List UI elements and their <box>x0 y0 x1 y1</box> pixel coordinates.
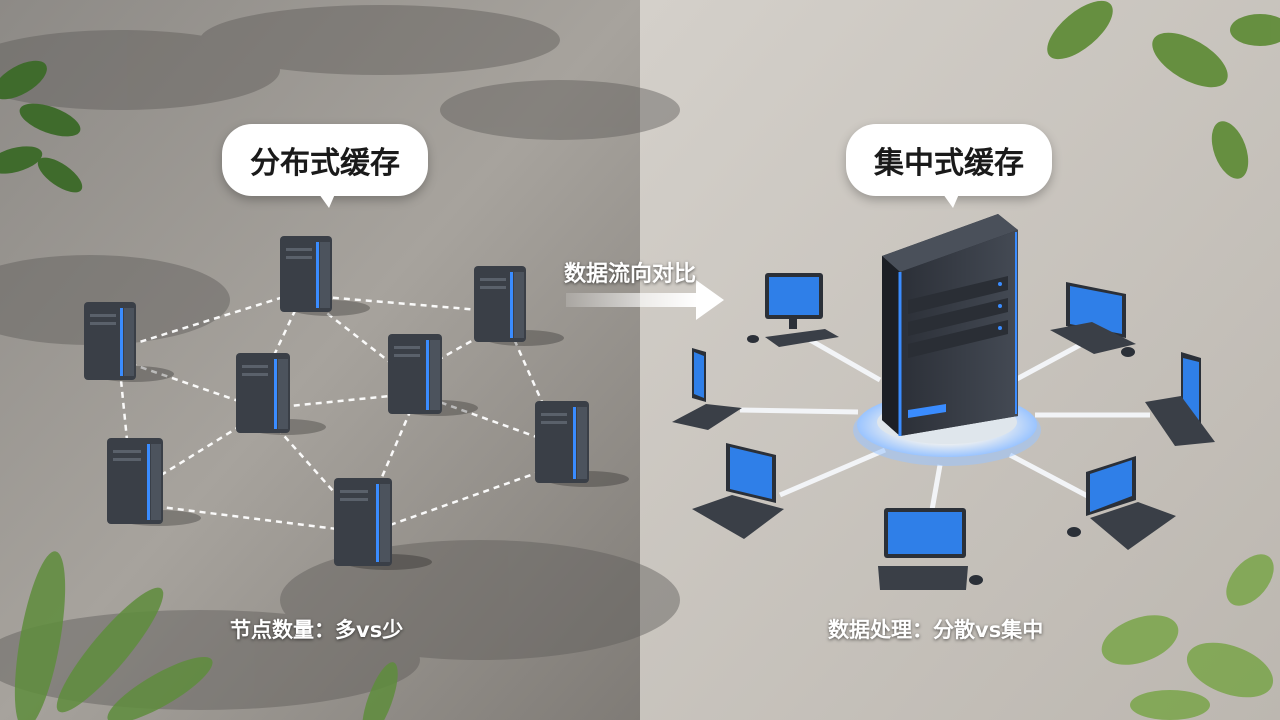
desktop-client <box>1050 282 1136 357</box>
node-count-caption: 节点数量：多vs少 <box>230 618 404 642</box>
laptop-client <box>692 443 784 539</box>
distributed-cache-title: 分布式缓存 <box>222 124 428 208</box>
client-computers <box>672 273 1215 590</box>
plant-bottom-right <box>1101 554 1274 720</box>
server-node <box>474 266 564 346</box>
plant-top-right <box>1047 0 1280 179</box>
central-server <box>882 214 1018 436</box>
flow-arrow <box>566 280 724 320</box>
data-processing-caption: 数据处理：分散vs集中 <box>828 618 1044 642</box>
server-node <box>535 401 629 487</box>
laptop-client <box>878 508 983 590</box>
central-links <box>739 337 1150 511</box>
flow-comparison-label: 数据流向对比 <box>564 262 697 287</box>
laptop-client <box>1067 456 1176 550</box>
centralized-cache-title: 集中式缓存 <box>846 124 1052 208</box>
server-node <box>388 334 478 416</box>
distributed-servers <box>84 236 629 570</box>
desktop-client <box>747 273 839 347</box>
plant-top-left <box>0 60 83 193</box>
plant-bottom-left <box>14 551 398 720</box>
server-node <box>236 353 326 435</box>
server-node <box>334 478 432 570</box>
laptop-client <box>1145 352 1215 446</box>
laptop-client <box>672 348 742 430</box>
server-node <box>107 438 201 526</box>
server-node <box>84 302 174 382</box>
server-node <box>280 236 370 316</box>
